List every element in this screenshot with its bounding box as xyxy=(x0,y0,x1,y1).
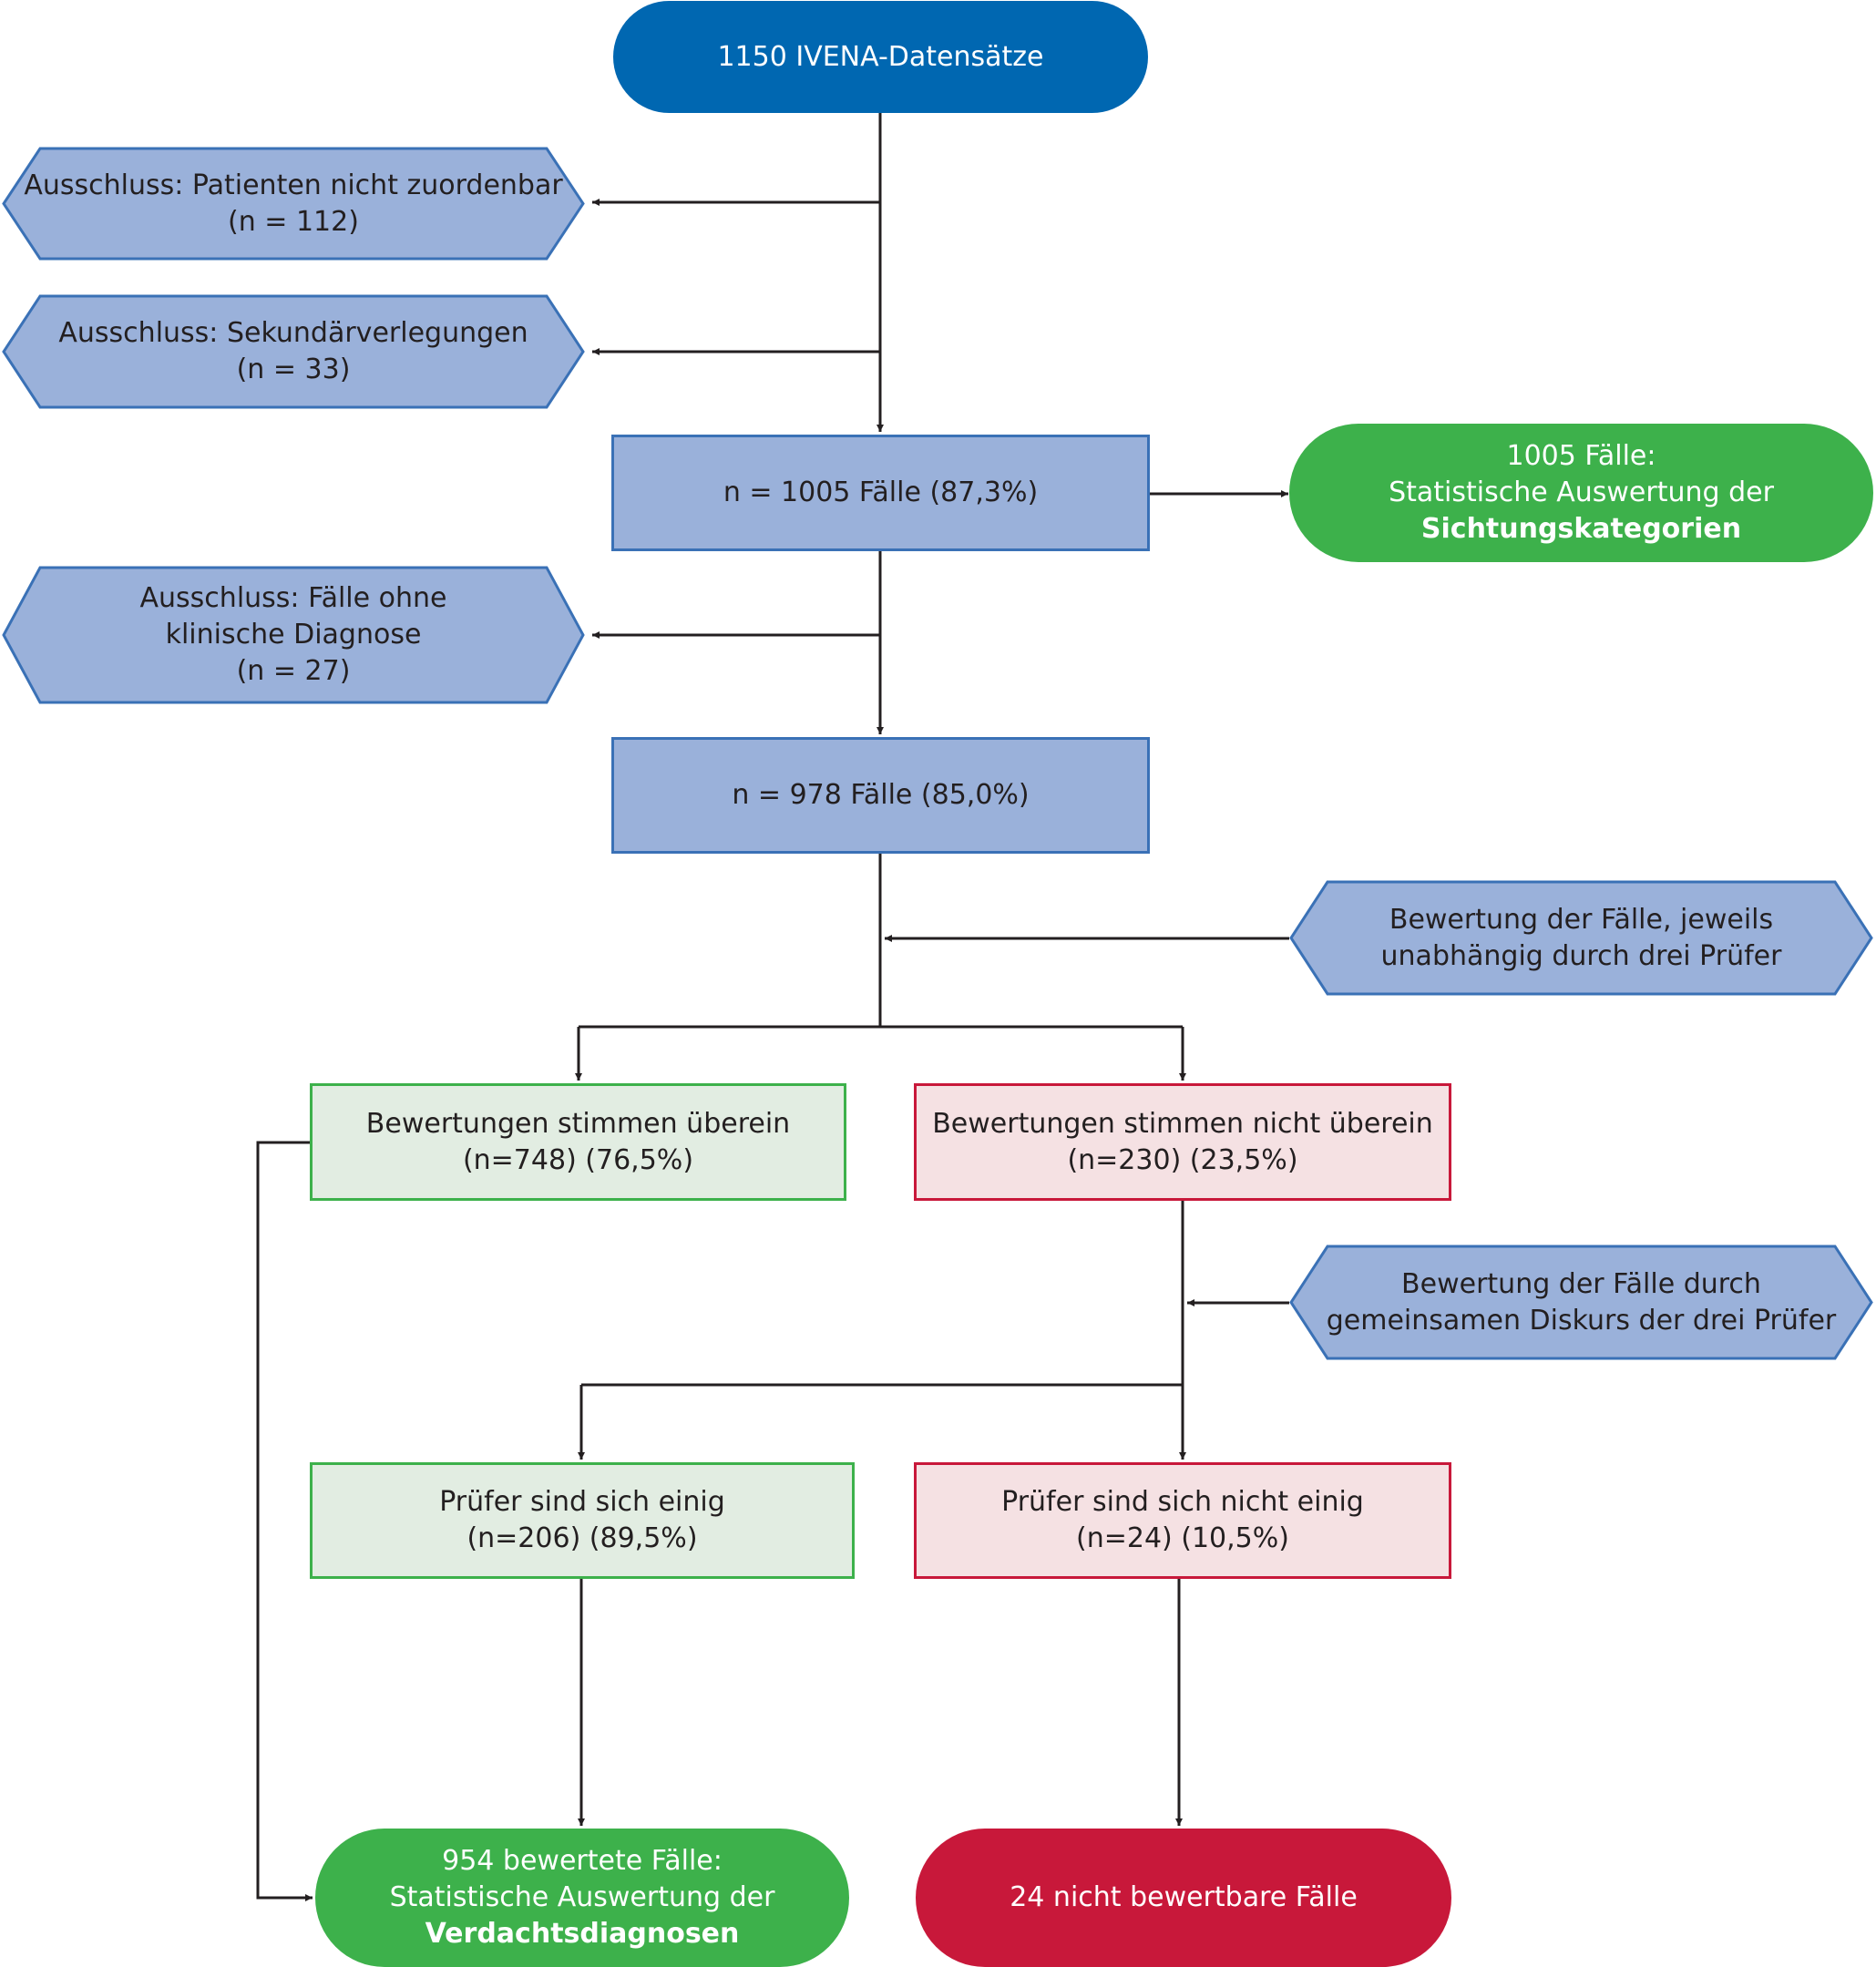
result-unratable-node: 24 nicht bewertbare Fälle xyxy=(916,1829,1451,1967)
cases-1005-node: n = 1005 Fälle (87,3%) xyxy=(611,435,1150,551)
exclusion-secondary-line1: Ausschluss: Sekundärverlegungen xyxy=(58,317,528,349)
exclusion-no-diagnosis-line1: Ausschluss: Fälle ohne xyxy=(139,582,447,614)
hexagon-shape xyxy=(2,147,585,261)
exclusion-no-diagnosis-line3: (n = 27) xyxy=(236,655,351,687)
ratings-disagree-node: Bewertungen stimmen nicht überein (n=230… xyxy=(914,1083,1451,1201)
exclusion-patients-node: Ausschluss: Patienten nicht zuordenbar (… xyxy=(2,147,585,261)
result-triage-node: 1005 Fälle: Statistische Auswertung der … xyxy=(1289,424,1873,562)
result-diagnoses-line1: 954 bewertete Fälle: xyxy=(442,1845,723,1877)
connector-agree-to-diagnoses xyxy=(256,1141,313,1901)
result-diagnoses-node: 954 bewertete Fälle: Statistische Auswer… xyxy=(315,1829,849,1967)
exclusion-secondary-node: Ausschluss: Sekundärverlegungen (n = 33) xyxy=(2,294,585,409)
review-independent-node: Bewertung der Fälle, jeweils unabhängig … xyxy=(1289,880,1873,996)
exclusion-no-diagnosis-node: Ausschluss: Fälle ohne klinische Diagnos… xyxy=(2,566,585,704)
exclusion-secondary-line2: (n = 33) xyxy=(236,353,351,385)
cases-978-label: n = 978 Fälle (85,0%) xyxy=(732,779,1030,811)
result-diagnoses-line2: Statistische Auswertung der xyxy=(389,1881,775,1913)
ratings-agree-line1: Bewertungen stimmen überein xyxy=(365,1107,791,1140)
exclusion-secondary-text: Ausschluss: Sekundärverlegungen (n = 33) xyxy=(2,294,585,409)
review-independent-line2: unabhängig durch drei Prüfer xyxy=(1380,939,1782,972)
result-triage-line1: 1005 Fälle: xyxy=(1506,440,1656,472)
ratings-disagree-line2: (n=230) (23,5%) xyxy=(1067,1143,1298,1176)
cases-1005-label: n = 1005 Fälle (87,3%) xyxy=(723,476,1039,508)
exclusion-no-diagnosis-text: Ausschluss: Fälle ohne klinische Diagnos… xyxy=(2,566,585,704)
exclusion-patients-line2: (n = 112) xyxy=(228,205,359,238)
result-diagnoses-line3: Verdachtsdiagnosen xyxy=(425,1918,740,1950)
review-joint-line1: Bewertung der Fälle durch xyxy=(1401,1267,1761,1300)
hexagon-shape xyxy=(2,294,585,409)
review-independent-text: Bewertung der Fälle, jeweils unabhängig … xyxy=(1289,880,1873,996)
ratings-agree-node: Bewertungen stimmen überein (n=748) (76,… xyxy=(310,1083,846,1201)
hexagon-shape xyxy=(2,566,585,704)
reviewers-no-consensus-line1: Prüfer sind sich nicht einig xyxy=(1001,1486,1364,1518)
result-unratable-label: 24 nicht bewertbare Fälle xyxy=(1010,1881,1358,1913)
hexagon-shape xyxy=(1289,880,1873,996)
result-triage-line3: Sichtungskategorien xyxy=(1420,513,1742,545)
reviewers-consensus-line2: (n=206) (89,5%) xyxy=(466,1522,698,1554)
review-independent-line1: Bewertung der Fälle, jeweils xyxy=(1389,903,1774,936)
start-node: 1150 IVENA-Datensätze xyxy=(613,1,1148,113)
exclusion-no-diagnosis-line2: klinische Diagnose xyxy=(165,619,422,651)
exclusion-patients-text: Ausschluss: Patienten nicht zuordenbar (… xyxy=(2,147,585,261)
start-label: 1150 IVENA-Datensätze xyxy=(717,40,1044,73)
ratings-disagree-line1: Bewertungen stimmen nicht überein xyxy=(932,1107,1433,1140)
exclusion-patients-line1: Ausschluss: Patienten nicht zuordenbar xyxy=(24,169,563,201)
review-joint-node: Bewertung der Fälle durch gemeinsamen Di… xyxy=(1289,1245,1873,1360)
review-joint-line2: gemeinsamen Diskurs der drei Prüfer xyxy=(1326,1304,1837,1337)
reviewers-no-consensus-node: Prüfer sind sich nicht einig (n=24) (10,… xyxy=(914,1462,1451,1579)
reviewers-consensus-node: Prüfer sind sich einig (n=206) (89,5%) xyxy=(310,1462,855,1579)
reviewers-consensus-line1: Prüfer sind sich einig xyxy=(439,1486,725,1518)
reviewers-no-consensus-line2: (n=24) (10,5%) xyxy=(1076,1522,1289,1554)
result-triage-line2: Statistische Auswertung der xyxy=(1389,476,1774,508)
review-joint-text: Bewertung der Fälle durch gemeinsamen Di… xyxy=(1289,1245,1873,1360)
hexagon-shape xyxy=(1289,1245,1873,1360)
cases-978-node: n = 978 Fälle (85,0%) xyxy=(611,737,1150,854)
ratings-agree-line2: (n=748) (76,5%) xyxy=(462,1143,694,1176)
